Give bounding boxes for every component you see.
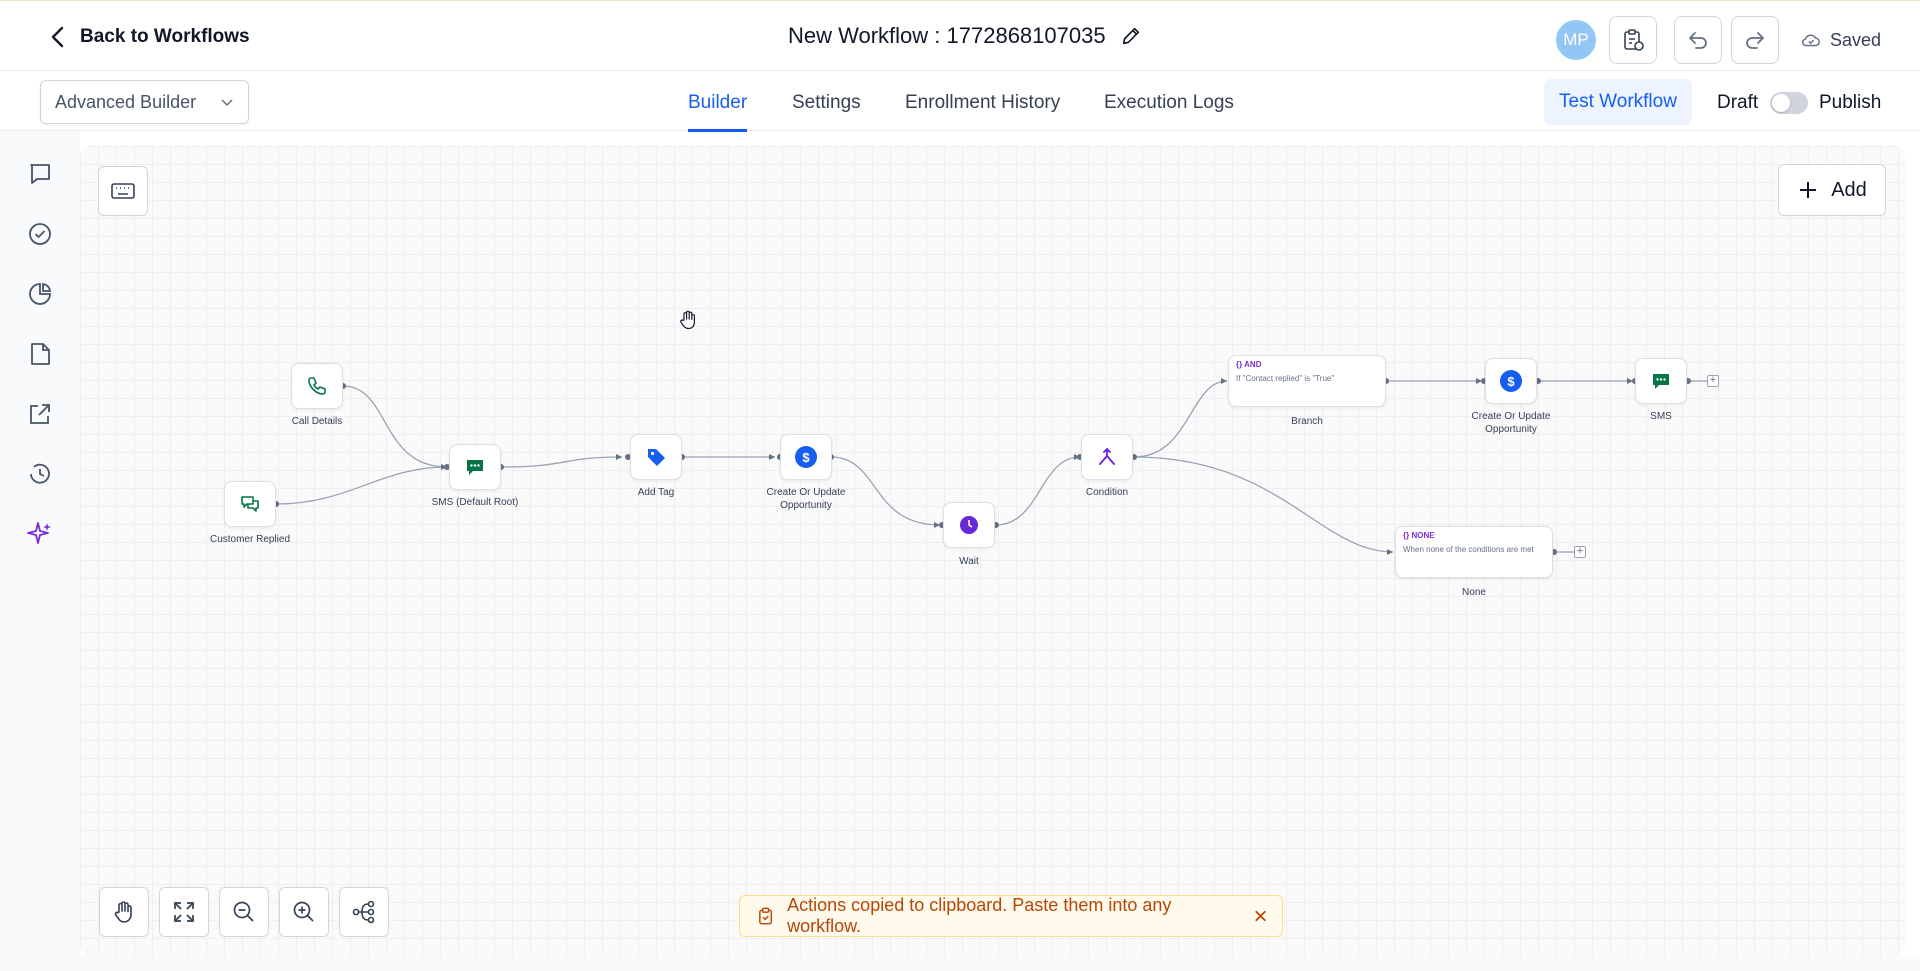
clipboard-toast: Actions copied to clipboard. Paste them … [739, 895, 1283, 937]
node-label-create-update-opportunity-1: Create Or Update Opportunity [766, 487, 846, 511]
publish-label: Publish [1819, 92, 1882, 113]
left-sidebar [0, 131, 80, 971]
node-call-details[interactable] [291, 363, 343, 409]
tab-settings[interactable]: Settings [792, 92, 861, 113]
auto-layout-button[interactable] [339, 887, 389, 937]
sparkle-icon[interactable] [26, 520, 54, 548]
expand-icon [174, 902, 194, 922]
document-icon[interactable] [26, 340, 54, 368]
avatar[interactable]: MP [1556, 20, 1596, 60]
node-label-wait: Wait [959, 556, 979, 567]
tree-layout-icon [352, 900, 375, 924]
history-icon[interactable] [26, 460, 54, 488]
builder-mode-value: Advanced Builder [55, 91, 197, 112]
node-wait[interactable] [943, 502, 995, 548]
nav-bar: Advanced Builder Builder Settings Enroll… [0, 70, 1920, 132]
zoom-out-button[interactable] [219, 887, 269, 937]
node-sms-default-root[interactable] [449, 444, 501, 490]
add-label: Add [1831, 178, 1867, 201]
saved-status: Saved [1800, 29, 1881, 51]
close-icon[interactable] [1251, 906, 1270, 926]
back-to-workflows-link[interactable]: Back to Workflows [48, 25, 250, 49]
node-label-call-details: Call Details [291, 416, 343, 427]
workflow-canvas[interactable]: Add [80, 146, 1905, 956]
node-label-branch: Branch [1291, 416, 1323, 427]
tag-icon [648, 449, 665, 466]
builder-mode-select[interactable]: Advanced Builder [40, 80, 249, 124]
undo-button[interactable] [1674, 16, 1722, 64]
saved-label: Saved [1830, 29, 1882, 50]
sms-icon [1653, 374, 1669, 389]
redo-icon [1746, 32, 1764, 49]
clipboard-check-icon [759, 907, 773, 925]
workflow-notes-button[interactable] [1609, 16, 1657, 64]
test-workflow-button[interactable]: Test Workflow [1544, 79, 1692, 125]
tab-builder[interactable]: Builder [688, 92, 748, 113]
undo-icon [1689, 32, 1707, 49]
top-bar: Back to Workflows New Workflow : 1772868… [0, 0, 1920, 70]
phone-icon [308, 377, 326, 395]
dollar-icon: $ [795, 446, 817, 468]
keyboard-shortcuts-button[interactable] [98, 166, 148, 216]
toast-message: Actions copied to clipboard. Paste them … [787, 895, 1172, 936]
pie-chart-icon[interactable] [26, 280, 54, 308]
node-branch[interactable]: {} AND If "Contact replied" is "True" [1228, 355, 1386, 407]
node-label-create-update-opportunity-2: Create Or Update Opportunity [1471, 411, 1551, 435]
branch-condition: If "Contact replied" is "True" [1236, 374, 1335, 383]
clock-icon [960, 516, 978, 534]
zoom-in-icon [293, 901, 314, 922]
chat-bubbles-icon [241, 496, 259, 512]
split-icon [1099, 448, 1115, 465]
none-condition: When none of the conditions are met [1403, 545, 1534, 554]
publish-toggle[interactable] [1770, 92, 1808, 114]
draft-label: Draft [1717, 92, 1759, 113]
zoom-out-icon [233, 901, 254, 922]
connection-lines [273, 378, 1707, 555]
add-step-plus-button[interactable]: + [1574, 546, 1586, 558]
hand-cursor-icon [680, 310, 695, 330]
clipboard-refresh-icon [1624, 29, 1644, 51]
hand-icon [114, 901, 132, 923]
node-create-update-opportunity-1[interactable]: $ [780, 434, 832, 480]
workflow-title-text: New Workflow : 1772868107035 [788, 23, 1106, 48]
node-create-update-opportunity-2[interactable]: $ [1485, 358, 1537, 404]
plus-icon [1800, 182, 1817, 198]
node-condition[interactable] [1081, 434, 1133, 480]
tab-execution-logs[interactable]: Execution Logs [1104, 92, 1234, 113]
node-add-tag[interactable] [630, 434, 682, 480]
node-label-customer-replied: Customer Replied [209, 534, 291, 545]
chevron-down-icon [221, 99, 233, 107]
fit-view-button[interactable] [159, 887, 209, 937]
node-label-add-tag: Add Tag [637, 487, 675, 498]
branch-tag: {} AND [1236, 360, 1262, 369]
none-tag: {} NONE [1403, 531, 1435, 540]
pan-tool-button[interactable] [99, 887, 149, 937]
cloud-check-icon [1802, 34, 1820, 47]
footer-strip [0, 956, 1920, 971]
sms-icon [467, 460, 483, 475]
node-label-condition: Condition [1085, 487, 1129, 498]
node-label-sms-default-root: SMS (Default Root) [431, 497, 519, 508]
keyboard-icon [111, 183, 135, 199]
add-action-button[interactable]: Add [1778, 164, 1886, 216]
tab-enrollment-history[interactable]: Enrollment History [905, 92, 1061, 113]
node-label-sms: SMS [1650, 411, 1672, 422]
avatar-initials: MP [1563, 30, 1589, 49]
redo-button[interactable] [1731, 16, 1779, 64]
node-none[interactable]: {} NONE When none of the conditions are … [1395, 526, 1553, 578]
workflow-title: New Workflow : 1772868107035 [788, 23, 1142, 49]
add-step-plus-button[interactable]: + [1707, 375, 1719, 387]
node-label-none: None [1462, 587, 1486, 598]
back-label: Back to Workflows [80, 26, 250, 47]
pencil-icon[interactable] [1120, 25, 1142, 47]
node-customer-replied[interactable] [224, 481, 276, 527]
active-tab-indicator [688, 129, 747, 132]
chevron-left-icon [51, 26, 64, 48]
chat-icon[interactable] [26, 160, 54, 188]
node-sms[interactable] [1635, 358, 1687, 404]
external-link-icon[interactable] [26, 400, 54, 428]
zoom-in-button[interactable] [279, 887, 329, 937]
check-circle-icon[interactable] [26, 220, 54, 248]
dollar-icon: $ [1500, 370, 1522, 392]
